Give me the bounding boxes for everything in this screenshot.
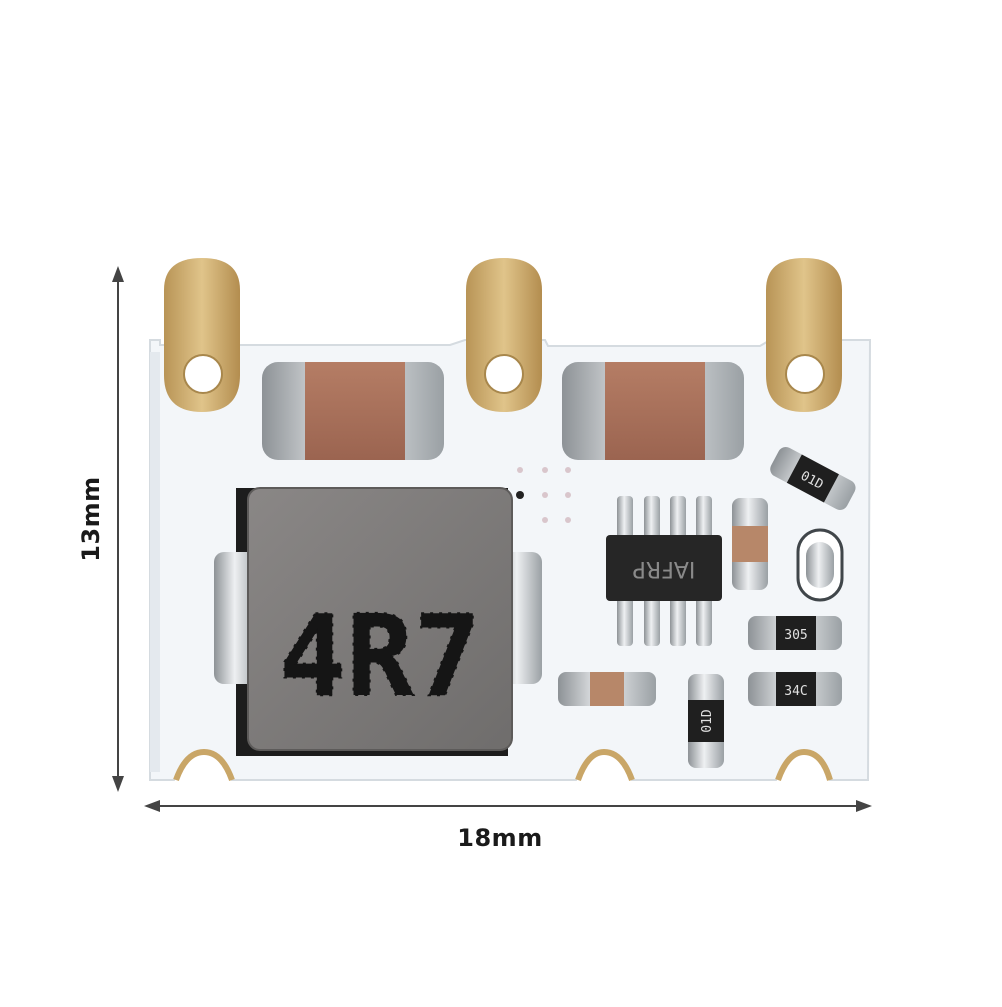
resistor-mid-right: 305 xyxy=(748,616,842,650)
gold-tab-right xyxy=(766,258,842,412)
oval-pad xyxy=(796,528,844,602)
resistor-low-right-marking: 34C xyxy=(784,684,807,699)
bottom-pads xyxy=(173,748,833,782)
width-dimension-label: 18mm xyxy=(457,824,543,852)
resistor-bottom: 01D xyxy=(688,674,724,768)
small-capacitor-horizontal xyxy=(558,672,656,706)
gold-tab-middle xyxy=(466,258,542,412)
small-capacitor-vertical xyxy=(732,498,768,590)
via-dots xyxy=(516,467,571,523)
vertical-dimension-arrow xyxy=(112,266,124,792)
horizontal-dimension-arrow xyxy=(144,800,872,812)
resistor-low-right: 34C xyxy=(748,672,842,706)
resistor-top-right: 01D xyxy=(770,446,856,510)
gold-tab-left xyxy=(164,258,240,412)
ic-chip: IAFRP xyxy=(606,496,722,646)
ic-marking: IAFRP xyxy=(633,556,696,581)
height-dimension-label: 13mm xyxy=(77,476,105,562)
inductor-marking: 4R7 xyxy=(279,592,481,722)
capacitor-right xyxy=(562,362,744,460)
capacitor-left xyxy=(262,362,444,460)
resistor-mid-right-marking: 305 xyxy=(784,628,807,643)
inductor: 4R7 xyxy=(214,487,542,756)
resistor-bottom-marking: 01D xyxy=(700,709,715,733)
